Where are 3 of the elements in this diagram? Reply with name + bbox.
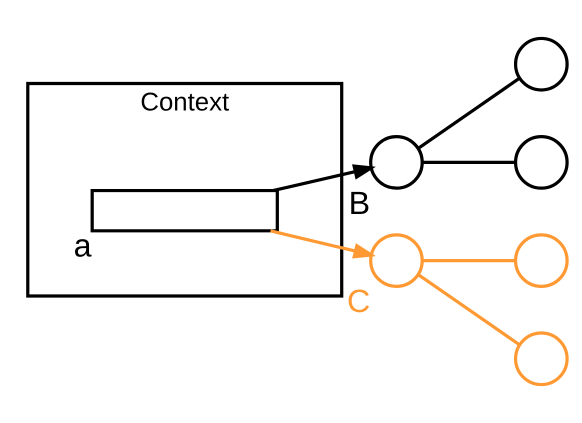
node-label: B [348,184,370,221]
node-label: a [74,228,92,264]
node-label: C [346,283,370,320]
